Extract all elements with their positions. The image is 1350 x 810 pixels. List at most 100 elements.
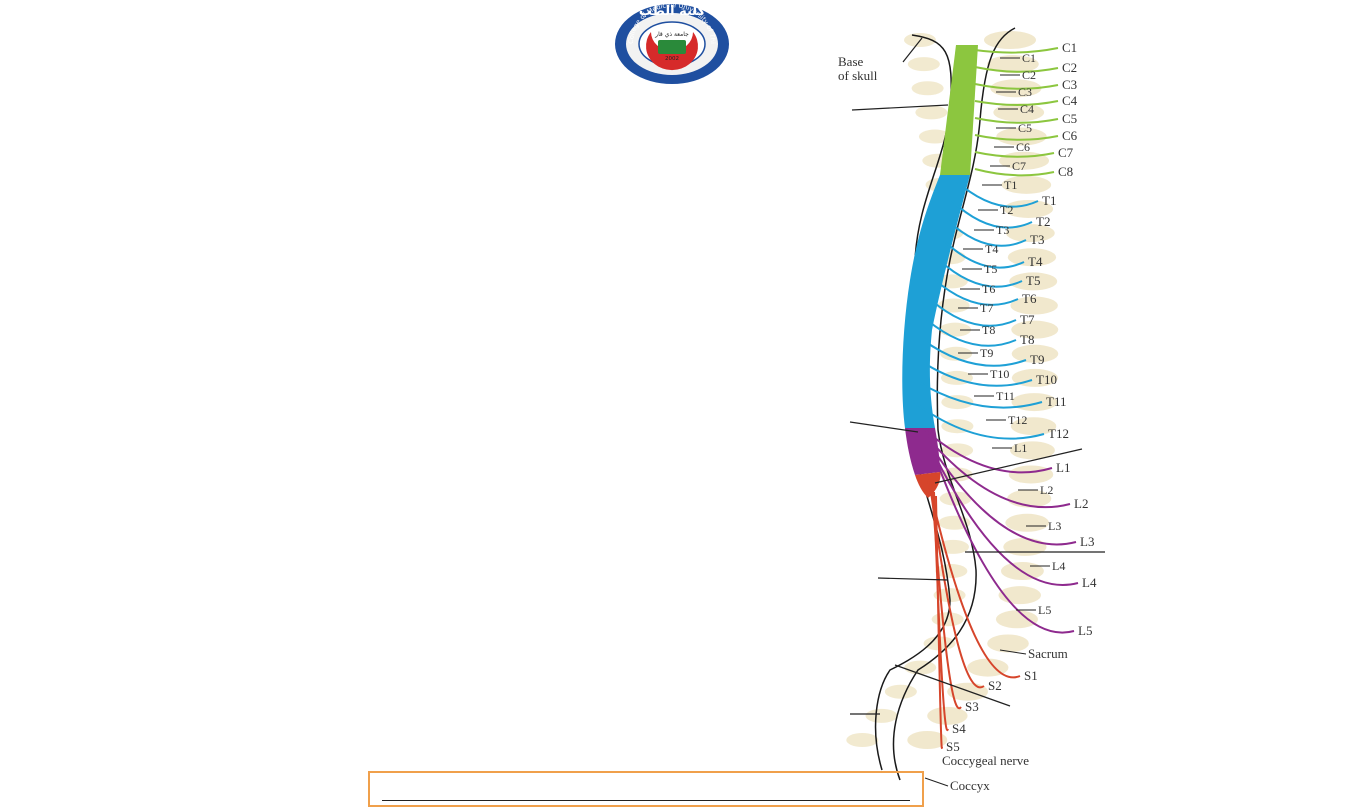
- spinal-nerve-root: [934, 279, 1019, 306]
- nerve-label: C3: [1062, 77, 1077, 92]
- pointer-line-cauda: [877, 577, 949, 581]
- spinal-nerve-root: [922, 339, 1027, 367]
- vertebra-label: C7: [1012, 159, 1026, 173]
- cervical-segment: [940, 45, 978, 175]
- vertebral-body: [907, 731, 948, 749]
- nerve-label: T6: [1022, 291, 1037, 306]
- nerve-label: T9: [1030, 352, 1044, 367]
- vertebral-body: [1011, 320, 1059, 339]
- nerve-label: L1: [1056, 460, 1070, 475]
- spinal-nerve-root: [914, 379, 1043, 409]
- spinous-process: [937, 298, 970, 313]
- label-coccyx: Coccyx: [950, 778, 990, 793]
- spinal-nerve-root: [927, 437, 1071, 509]
- vertebra-label: T7: [980, 301, 993, 315]
- vertebra-labels: C1C2C3C4C5C6C7T1T2T3T4T5T6T7T8T9T10T11T1…: [958, 51, 1065, 617]
- label-sacrum: Sacrum: [1028, 646, 1068, 661]
- spinal-nerve-root: [974, 66, 1059, 73]
- spinous-process: [907, 57, 940, 72]
- pointer-line-s-filum: [894, 664, 1011, 707]
- spinous-process: [884, 684, 917, 699]
- vertebra-label: T2: [1000, 203, 1013, 217]
- vertebra-label: L5: [1038, 603, 1051, 617]
- college-logo: كلية الطب College of Medicine University…: [613, 0, 729, 84]
- pointer-line-base-skull: [902, 37, 923, 63]
- nerve-label: C4: [1062, 93, 1078, 108]
- logo-ziggurat: [658, 40, 686, 54]
- nerve-label: T1: [1042, 193, 1056, 208]
- vertebra-label: T9: [980, 346, 993, 360]
- vertebral-body: [1010, 296, 1058, 315]
- spinous-process: [940, 346, 973, 361]
- spinal-nerve-root: [933, 453, 1079, 586]
- nerve-label: S3: [965, 699, 979, 714]
- nerve-label: T10: [1036, 372, 1057, 387]
- pointer-line-conus: [849, 421, 919, 433]
- vertebra-label: T8: [982, 323, 995, 337]
- vertebra-label: T4: [985, 242, 998, 256]
- nerve-label: T7: [1020, 312, 1035, 327]
- vertebra-label: C5: [1018, 121, 1032, 135]
- spinal-nerve-root: [954, 179, 1039, 208]
- spinal-nerve-root: [930, 299, 1017, 327]
- nerve-label: C2: [1062, 60, 1077, 75]
- vertebra-label: T1: [1004, 178, 1017, 192]
- spinal-nerve-root: [974, 47, 1059, 54]
- nerve-label: T11: [1046, 394, 1066, 409]
- vertebra-label: T10: [990, 367, 1009, 381]
- vertebral-body: [1008, 465, 1054, 484]
- spinal-nerve-root: [930, 445, 1077, 546]
- nerve-label: T5: [1026, 273, 1040, 288]
- nerve-labels: C1C2C3C4C5C6C7C8T1T2T3T4T5T6T7T8T9T10T11…: [946, 40, 1097, 754]
- vertebra-label: C2: [1022, 68, 1036, 82]
- vertebra-label: L4: [1052, 559, 1065, 573]
- vertebra-label: C3: [1018, 85, 1032, 99]
- vertebra-label: C1: [1022, 51, 1036, 65]
- vertebral-body: [987, 55, 1039, 74]
- spinal-nerve-root: [946, 219, 1027, 247]
- vertebral-body: [1001, 175, 1052, 194]
- nerve-label: C8: [1058, 164, 1073, 179]
- nerve-label: S2: [988, 678, 1002, 693]
- spinal-nerve-root: [926, 319, 1017, 347]
- answer-line: [382, 800, 910, 801]
- nerve-label: T4: [1028, 254, 1043, 269]
- spinal-nerve-root: [918, 359, 1033, 387]
- label-base-of-skull-line2: of skull: [838, 68, 878, 83]
- spinous-process: [935, 274, 968, 289]
- vertebra-label: C4: [1020, 102, 1034, 116]
- spinal-nerve-root: [974, 83, 1059, 90]
- vertebral-body: [987, 634, 1029, 653]
- vertebral-body: [995, 610, 1038, 629]
- dura-outline-anterior: [892, 27, 1016, 781]
- spinal-nerve-root: [938, 259, 1023, 288]
- spinal-nerve-root: [935, 495, 943, 750]
- pointer-line-cervical: [851, 104, 949, 111]
- spinal-nerve-root: [927, 479, 1021, 679]
- vertebra-label: L3: [1048, 519, 1061, 533]
- vertebral-column: [846, 31, 1059, 749]
- nerve-label: S1: [1024, 668, 1038, 683]
- spinous-process: [939, 491, 972, 506]
- logo-year: 2002: [665, 56, 679, 62]
- vertebral-body: [927, 706, 968, 725]
- nerve-label: T3: [1030, 232, 1044, 247]
- nerve-label: L2: [1074, 496, 1088, 511]
- spinal-nerve-root: [974, 117, 1059, 124]
- nerve-label: L3: [1080, 534, 1094, 549]
- spinal-nerve-root: [910, 399, 1045, 440]
- spinous-process: [911, 81, 944, 96]
- nerve-label: T2: [1036, 214, 1050, 229]
- thoracic-segment: [902, 175, 970, 428]
- nerve-label: L5: [1078, 623, 1092, 638]
- vertebral-body: [1009, 272, 1058, 291]
- spinous-process: [904, 660, 937, 675]
- vertebra-label: L1: [1014, 441, 1027, 455]
- nerve-label: T12: [1048, 426, 1069, 441]
- vertebral-body: [1006, 224, 1055, 243]
- spinous-process: [918, 129, 951, 144]
- spinal-nerve-root: [974, 168, 1055, 177]
- answer-box[interactable]: [368, 771, 924, 807]
- spinal-nerves: [910, 47, 1079, 750]
